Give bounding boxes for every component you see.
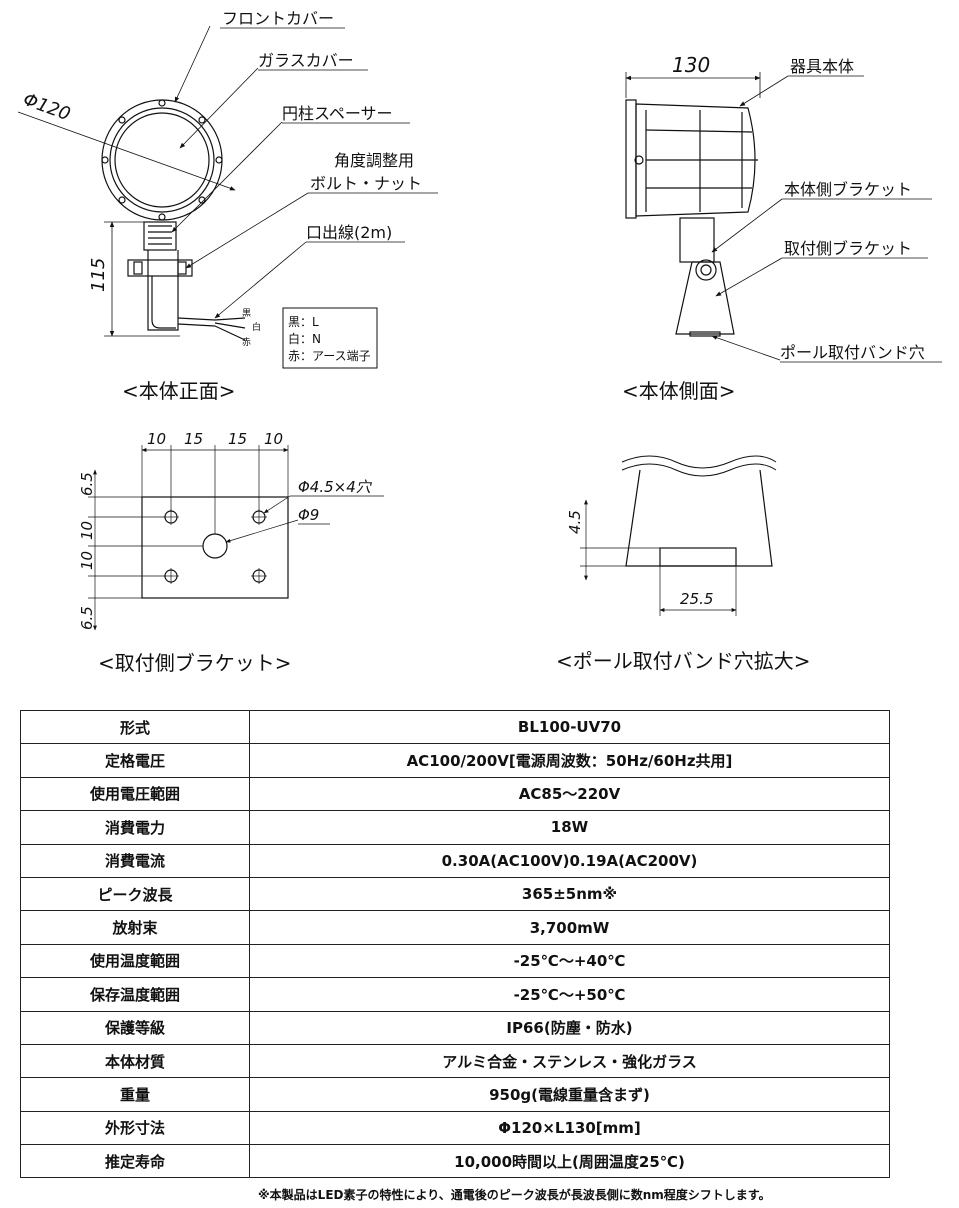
wire-label-black: 黒: [242, 308, 251, 319]
caption-side: <本体側面>: [622, 379, 736, 403]
band-hole-text: 4.5 25.5 <ポール取付バンド穴拡大>: [556, 510, 811, 673]
spec-value: -25℃～+50℃: [249, 977, 890, 1012]
front-view-text: フロントカバー ガラスカバー 円柱スペーサー 角度調整用 ボルト・ナット 口出線…: [20, 9, 422, 403]
spec-value: AC100/200V[電源周波数：50Hz/60Hz共用]: [249, 743, 890, 778]
spec-value: 365±5nm※: [249, 876, 890, 912]
dim-top-1: 10: [147, 430, 166, 448]
band-hole-view: [580, 455, 777, 616]
dim-width-side: 130: [672, 53, 710, 77]
spec-label: 使用電圧範囲: [20, 776, 250, 812]
callout-bolt-nut: ボルト・ナット: [310, 174, 422, 193]
callout-glass-cover: ガラスカバー: [258, 51, 354, 70]
spec-value: -25℃～+40℃: [249, 943, 890, 979]
spec-label: 放射束: [20, 910, 250, 945]
table-row: 使用温度範囲-25℃～+40℃: [20, 943, 890, 979]
callout-lead-wire: 口出線(2m): [306, 223, 392, 242]
band-bracket-outline: [625, 469, 773, 567]
spec-label: 推定寿命: [20, 1144, 250, 1179]
callout-angle: 角度調整用: [334, 151, 414, 170]
dim-left-4: 6.5: [78, 606, 96, 630]
side-view: [625, 72, 942, 363]
spec-label: 使用温度範囲: [20, 943, 250, 979]
caption-bracket: <取付側ブラケット>: [98, 651, 292, 675]
spec-label: 定格電圧: [20, 743, 250, 778]
spec-value: BL100-UV70: [249, 709, 890, 745]
spec-label: 形式: [20, 709, 250, 745]
dim-height-front: 115: [88, 258, 109, 292]
wire-label-white: 白: [252, 321, 261, 333]
spec-label: 外形寸法: [20, 1110, 250, 1146]
spec-label: 消費電力: [20, 810, 250, 845]
callout-body: 器具本体: [790, 57, 854, 76]
wire-legend-box: [282, 307, 378, 369]
glass-cover: [114, 112, 210, 208]
caption-front: <本体正面>: [122, 379, 236, 403]
callout-pole-band-hole: ポール取付バンド穴: [780, 343, 925, 362]
spec-label: 重量: [20, 1077, 250, 1112]
technical-drawing: フロントカバー ガラスカバー 円柱スペーサー 角度調整用 ボルト・ナット 口出線…: [17, 9, 942, 675]
spec-value: AC85～220V: [249, 776, 890, 812]
mount-bracket: [675, 261, 735, 335]
table-row: 本体材質アルミ合金・ステンレス・強化ガラス: [20, 1043, 890, 1079]
dim-left-3: 10: [78, 551, 96, 570]
spec-label: 保存温度範囲: [20, 977, 250, 1012]
dim-band-height: 4.5: [566, 510, 584, 534]
spec-label: 消費電流: [20, 843, 250, 878]
dim-top-4: 10: [264, 430, 283, 448]
spec-value: Φ120×L130[mm]: [249, 1110, 890, 1146]
dim-band-width: 25.5: [680, 590, 713, 608]
spec-value: IP66(防塵・防水): [249, 1010, 890, 1045]
hole-label-large: Φ9: [298, 506, 319, 524]
hole-label-small: Φ4.5×4穴: [298, 478, 373, 496]
front-view: [17, 25, 438, 369]
adjust-bolt: [127, 259, 193, 277]
spec-value: アルミ合金・ステンレス・強化ガラス: [249, 1043, 890, 1079]
legend-white: 白：N: [288, 331, 321, 346]
callout-mount-bracket: 取付側ブラケット: [784, 239, 912, 258]
wire-label-red: 赤: [242, 337, 251, 348]
legend-red: 赤：アース端子: [288, 349, 371, 363]
spec-value: 10,000時間以上(周囲温度25℃): [249, 1144, 890, 1179]
band-hole: [659, 547, 737, 567]
dim-diameter: Φ120: [20, 89, 73, 125]
spec-label: ピーク波長: [20, 876, 250, 912]
bracket-view: [88, 445, 384, 631]
callout-front-cover: フロントカバー: [222, 9, 334, 28]
cylinder-spacer: [143, 221, 177, 251]
callout-spacer: 円柱スペーサー: [282, 104, 393, 123]
caption-band-hole: <ポール取付バンド穴拡大>: [556, 649, 811, 673]
dim-left-1: 6.5: [78, 472, 96, 496]
spec-value: 950g(電線重量含まず): [249, 1077, 890, 1112]
legend-black: 黒：L: [288, 315, 319, 329]
body-bracket: [679, 217, 715, 263]
spec-value: 0.30A(AC100V)0.19A(AC200V): [249, 843, 890, 878]
dim-top-2: 15: [184, 430, 203, 448]
spec-value: 3,700mW: [249, 910, 890, 945]
body-housing: [635, 103, 756, 217]
bracket-view-text: 10 15 15 10 6.5 10 10 6.5 Φ4.5×4穴 Φ9: [78, 430, 373, 630]
dim-top-3: 15: [228, 430, 247, 448]
pole-band-hole: [689, 331, 721, 337]
spec-label: 本体材質: [20, 1043, 250, 1079]
spec-label: 保護等級: [20, 1010, 250, 1045]
spec-value: 18W: [249, 810, 890, 845]
footnote: ※本製品はLED素子の特性により、通電後のピーク波長が長波長側に数nm程度シフト…: [258, 1188, 771, 1202]
side-view-text: 130 器具本体 本体側ブラケット 取付側ブラケット ポール取付バンド穴 <本体…: [622, 53, 925, 403]
callout-body-bracket: 本体側ブラケット: [784, 180, 912, 199]
table-row: 保存温度範囲-25℃～+50℃: [20, 977, 890, 1012]
dim-left-2: 10: [78, 521, 96, 540]
